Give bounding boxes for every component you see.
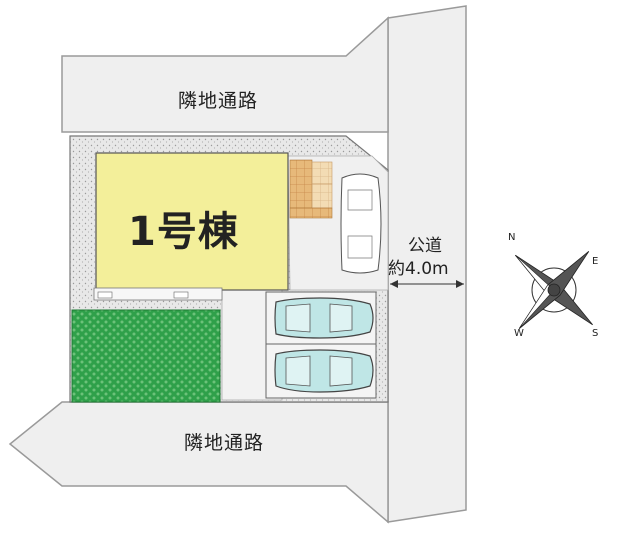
building-step	[93, 287, 223, 301]
public-road-width-label: 約4.0m	[388, 259, 449, 279]
entrance-tiles-light	[311, 183, 333, 209]
air-conditioner-unit	[97, 291, 113, 299]
car	[274, 297, 374, 339]
compass-south-label: S	[592, 328, 598, 339]
building-label: 1号棟	[128, 209, 239, 255]
road-top-label: 隣地通路	[178, 90, 259, 112]
building-footprint	[95, 152, 289, 291]
neighbor-passage-bottom	[8, 401, 389, 524]
public-road-label: 公道	[408, 236, 442, 256]
air-conditioner-unit	[173, 291, 189, 299]
entrance-tiles-light	[311, 161, 333, 185]
compass-north-label: N	[508, 232, 515, 243]
lawn-area	[71, 309, 221, 403]
car	[274, 349, 374, 393]
entrance-tiles	[289, 159, 313, 209]
neighbor-passage-top	[61, 16, 389, 133]
road-width-dimension	[390, 280, 464, 288]
compass-icon: N E S W	[508, 232, 598, 339]
compass-west-label: W	[514, 328, 524, 339]
entrance-tiles	[289, 207, 333, 219]
compass-east-label: E	[592, 256, 598, 267]
road-bottom-label: 隣地通路	[184, 432, 265, 454]
optional-car-outline	[340, 173, 382, 274]
